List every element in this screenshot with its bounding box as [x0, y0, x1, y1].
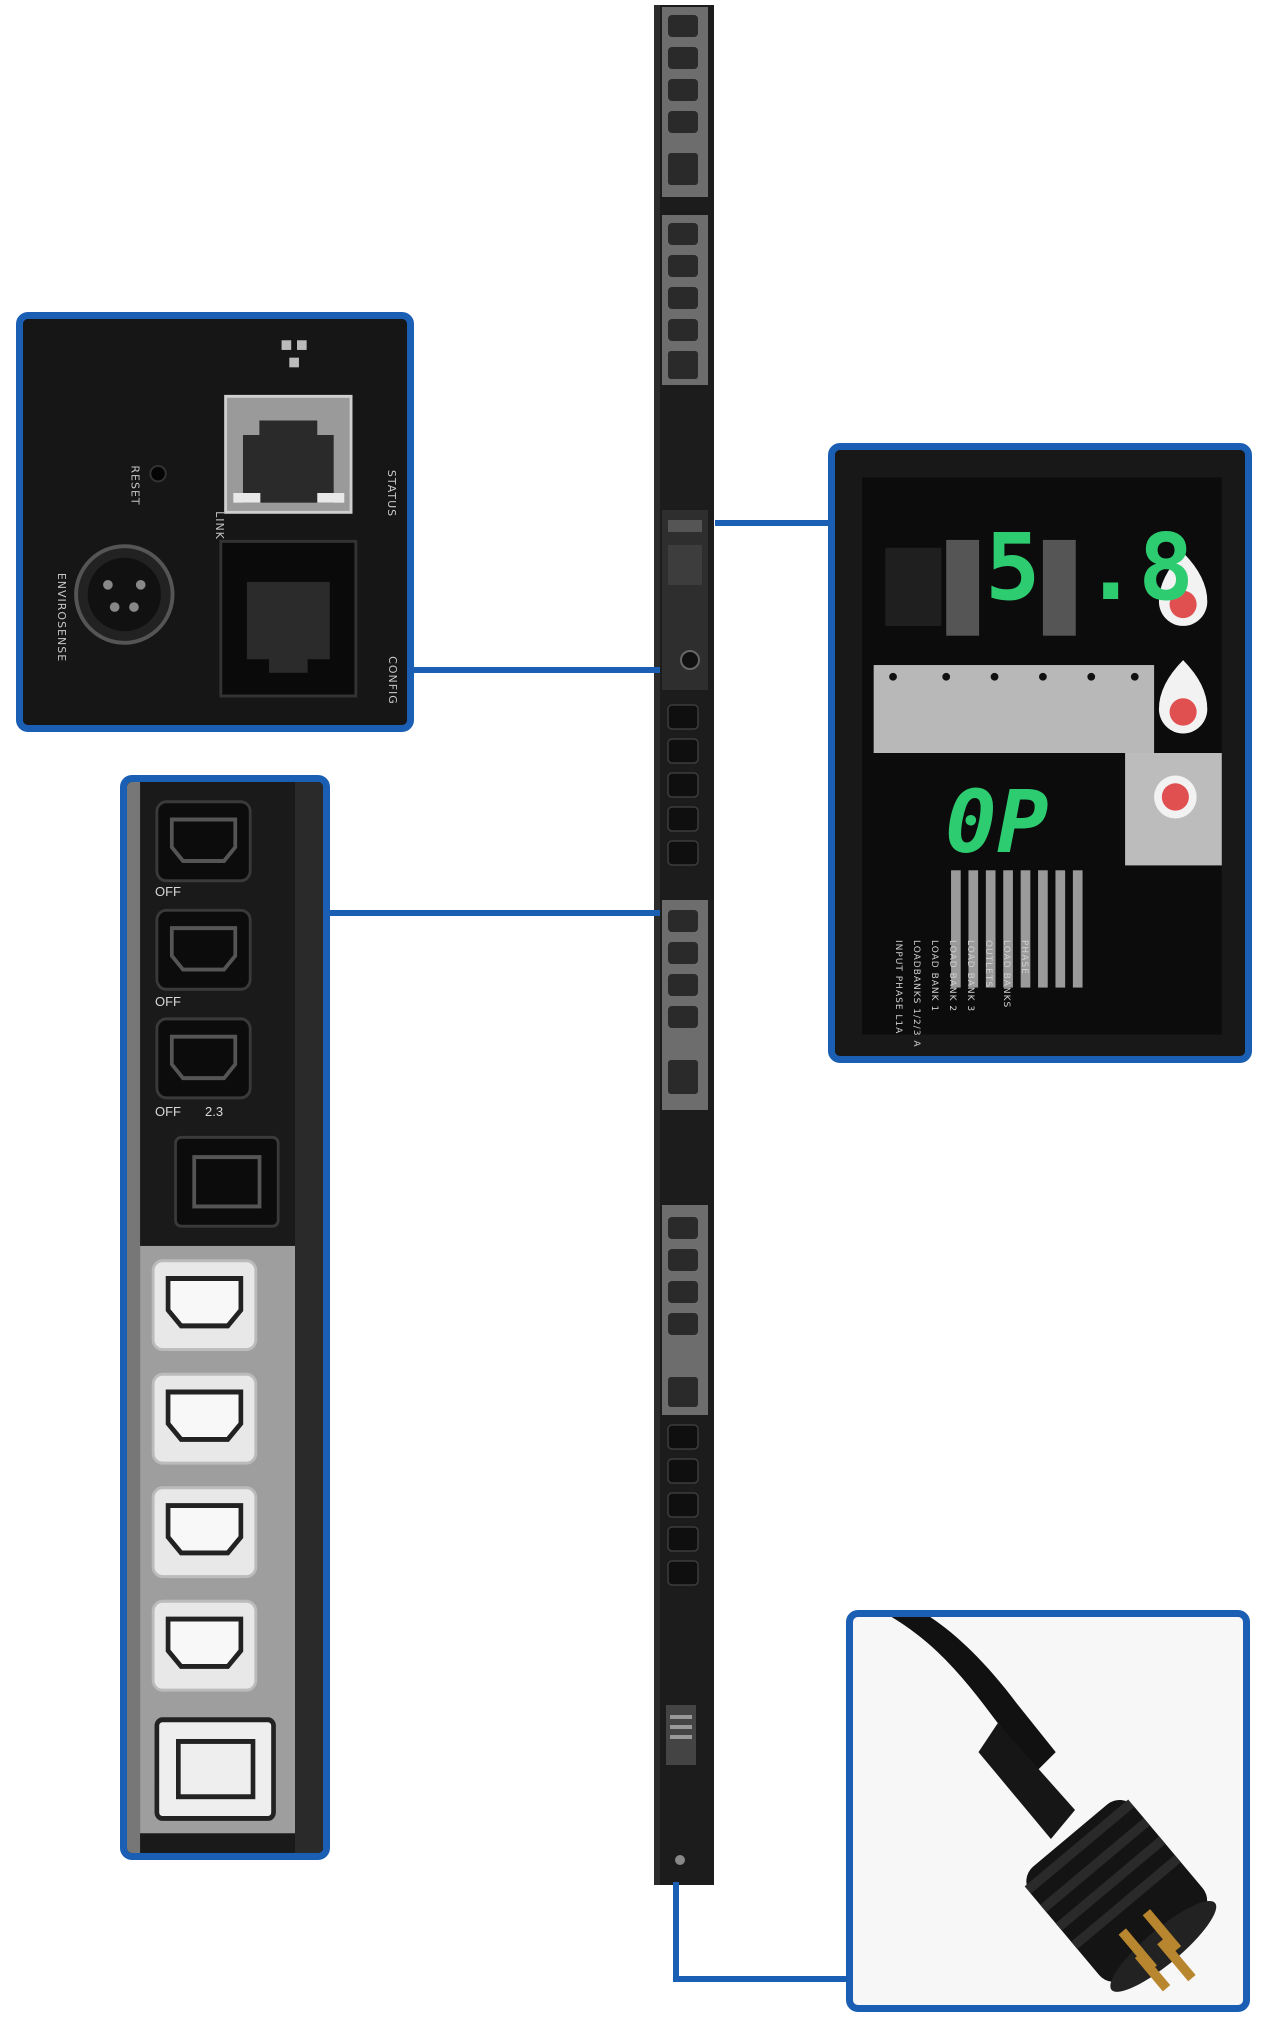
connector-plug-horizontal: [673, 1976, 853, 1982]
config-label: CONFIG: [385, 656, 399, 705]
pdu-strip-body: [654, 5, 714, 1885]
plug-callout: [846, 1610, 1250, 2012]
outlet-panel-callout: OFF OFF OFF 2.3: [120, 775, 330, 1860]
outlet-2-off-label: OFF: [155, 994, 181, 1009]
reset-label: RESET: [128, 465, 142, 506]
display-legend-line: LOAD BANK 3: [965, 940, 975, 1013]
display-legend-line: PHASE: [1019, 940, 1029, 975]
display-legend-line: INPUT PHASE L1A: [893, 940, 903, 1035]
pdu-strip: [650, 5, 718, 1885]
connector-display: [715, 520, 835, 526]
led-digit-1: 5: [985, 514, 1041, 621]
network-panel-graphic: [23, 319, 407, 725]
status-label: STATUS: [385, 469, 399, 518]
section-number-label: 2.3: [205, 1104, 224, 1119]
connector-plug-vertical: [673, 1882, 679, 1982]
display-panel-callout: 5 .8 0P INPUT PHASE L1A LOADBANKS 1/2/3 A…: [828, 443, 1252, 1063]
outlet-panel-graphic: [127, 782, 323, 1853]
link-label: LINK: [212, 511, 226, 540]
led-status-code: 0P: [945, 773, 1049, 873]
connector-network: [410, 667, 660, 673]
display-panel-graphic: [835, 450, 1245, 1056]
envirosense-label: ENVIROSENSE: [55, 572, 69, 663]
outlet-1-off-label: OFF: [155, 884, 181, 899]
connector-outlets: [325, 910, 660, 916]
display-legend-line: OUTLETS: [983, 940, 993, 989]
led-digit-2: .8: [1083, 514, 1194, 621]
display-legend-line: LOAD BANK 1: [929, 940, 939, 1013]
display-legend-line: LOAD BANK 2: [947, 940, 957, 1013]
outlet-3-off-label: OFF: [155, 1104, 181, 1119]
network-panel-callout: RESET LINK STATUS ENVIROSENSE CONFIG: [16, 312, 414, 732]
display-legend-line: LOAD BANKS: [1001, 940, 1011, 1009]
display-legend-line: LOADBANKS 1/2/3 A: [911, 940, 921, 1048]
twist-lock-plug-graphic: [853, 1617, 1243, 2005]
